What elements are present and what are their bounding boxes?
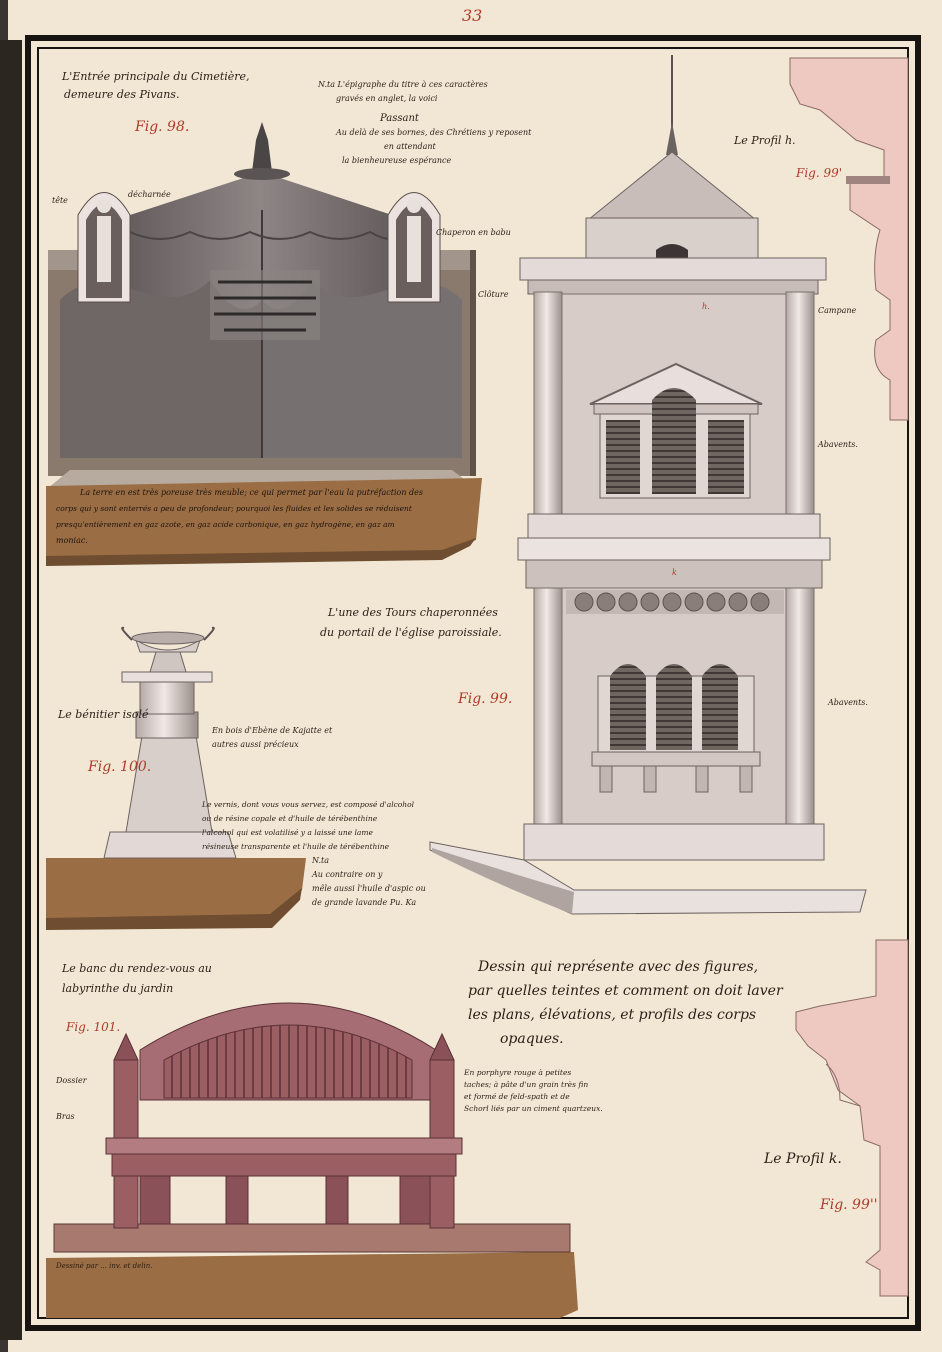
fig101-title-line2: labyrinthe du jardin bbox=[62, 982, 174, 995]
summary-line3: les plans, élévations, et profils des co… bbox=[468, 1007, 757, 1023]
fig101-label-bras: Bras bbox=[56, 1112, 75, 1121]
profile-h bbox=[789, 57, 909, 421]
profile-k-title: Le Profil k. bbox=[764, 1151, 842, 1167]
fig100-varnish-line3: l'alcohol qui est volatilisé y a laissé … bbox=[202, 828, 373, 837]
fig98-epigraph-note-line2: gravés en anglet, la voici bbox=[336, 94, 438, 103]
fig101-material-line3: et formé de feld-spath et de bbox=[464, 1092, 570, 1101]
fig100-varnish-line2: ou de résine copale et d'huile de térébe… bbox=[202, 814, 378, 823]
fig98-epigraph-line2: Au delà de ses bornes, des Chrétiens y r… bbox=[336, 128, 532, 137]
fig99-label-h: h. bbox=[702, 302, 710, 311]
fig98-caption-line4: moniac. bbox=[56, 536, 88, 545]
fig100-label: Fig. 100. bbox=[88, 759, 152, 775]
fig99-label: Fig. 99. bbox=[458, 691, 513, 707]
fig98-title-line1: L'Entrée principale du Cimetière, bbox=[62, 70, 250, 83]
fig100-varnish-line1: Le vernis, dont vous vous servez, est co… bbox=[202, 800, 415, 809]
fig98-caption-line2: corps qui y sont enterrés a peu de profo… bbox=[56, 504, 412, 513]
fig101-signature: Dessiné par ... inv. et delin. bbox=[56, 1262, 153, 1270]
profile-h-title: Le Profil h. bbox=[734, 134, 796, 147]
fig100-benitier bbox=[46, 626, 306, 930]
fig98-epigraph-line3: en attendant bbox=[384, 142, 436, 151]
fig99-title-line2: du portail de l'église paroissiale. bbox=[320, 626, 502, 639]
fig101-bench bbox=[46, 1002, 578, 1318]
fig98-epigraph-line4: la bienheureuse espérance bbox=[342, 156, 452, 165]
fig98-label-tete: tête bbox=[52, 196, 68, 205]
fig99-label-campane: Campane bbox=[818, 306, 857, 315]
fig99-title-line1: L'une des Tours chaperonnées bbox=[328, 606, 498, 619]
fig99-label-k: k bbox=[672, 568, 677, 577]
fig98-title-line2: demeure des Pivans. bbox=[64, 88, 180, 101]
fig98-epigraph-line1: Passant bbox=[380, 113, 419, 124]
fig98-label-chaperon: Chaperon en babu bbox=[436, 228, 511, 237]
fig100-material-line1: En bois d'Ebène de Kajatte et bbox=[212, 726, 333, 735]
fig98-epigraph-note-line1: N.ta L'épigraphe du titre à ces caractèr… bbox=[318, 80, 488, 89]
fig99-label-abavent-lower: Abavents. bbox=[828, 698, 868, 707]
fig100-material-line2: autres aussi précieux bbox=[212, 740, 299, 749]
fig98-label-decharnee: décharnée bbox=[128, 190, 171, 199]
fig101-label: Fig. 101. bbox=[66, 1020, 121, 1034]
page-number: 33 bbox=[462, 6, 483, 25]
fig100-title: Le bénitier isolé bbox=[58, 708, 149, 721]
left-page-edge bbox=[0, 40, 22, 1340]
fig99-label-abavent-upper: Abavents. bbox=[818, 440, 858, 449]
profile-h-fig: Fig. 99' bbox=[796, 166, 843, 180]
fig100-note-line1: Au contraire on y bbox=[312, 870, 383, 879]
fig101-title-line1: Le banc du rendez-vous au bbox=[62, 962, 212, 975]
fig100-varnish-line4: résineuse transparente et l'huile de tér… bbox=[202, 842, 390, 851]
fig101-material-line2: taches; à pâte d'un grain très fin bbox=[464, 1080, 589, 1089]
fig98-label: Fig. 98. bbox=[135, 119, 190, 135]
fig100-note-label: N.ta bbox=[312, 856, 330, 865]
outer-frame bbox=[25, 35, 921, 1331]
fig98-label-cloture: Clôture bbox=[478, 290, 509, 299]
fig98-caption-line3: presqu'entièrement en gaz azote, en gaz … bbox=[56, 520, 395, 529]
fig101-label-dossier: Dossier bbox=[56, 1076, 87, 1085]
fig99-bell-tower bbox=[429, 55, 867, 915]
fig101-material-line4: Schorl liés par un ciment quartzeux. bbox=[464, 1104, 603, 1113]
fig98-cemetery-gate bbox=[46, 122, 482, 566]
summary-line4: opaques. bbox=[500, 1031, 564, 1047]
profile-k-fig: Fig. 99'' bbox=[820, 1197, 878, 1213]
summary-line2: par quelles teintes et comment on doit l… bbox=[468, 983, 783, 999]
fig100-note-line2: mêle aussi l'huile d'aspic ou bbox=[312, 884, 426, 893]
fig101-material-line1: En porphyre rouge à petites bbox=[464, 1068, 572, 1077]
fig98-caption-line1: La terre en est très poreuse très meuble… bbox=[80, 488, 424, 497]
summary-line1: Dessin qui représente avec des figures, bbox=[478, 959, 759, 975]
profile-k bbox=[795, 939, 909, 1297]
fig100-note-line3: de grande lavande Pu. Ka bbox=[312, 898, 417, 907]
